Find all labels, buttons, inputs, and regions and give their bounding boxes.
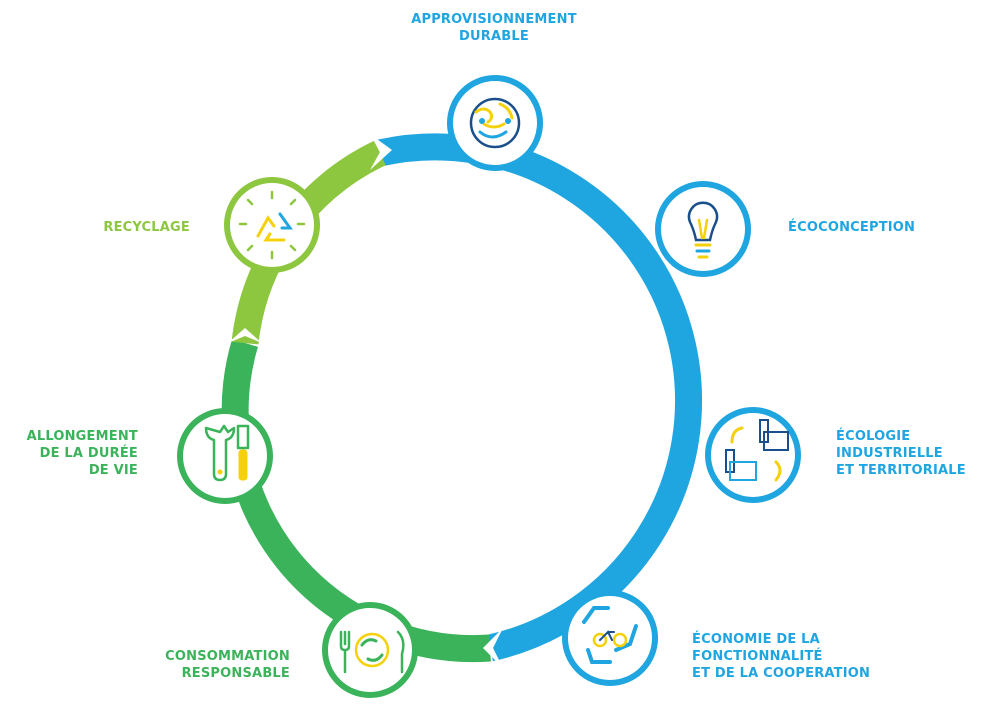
arrow-notch-top [370,134,392,170]
label-ecoconception: ÉCOCONCEPTION [788,220,916,235]
label-economie: ÉCONOMIE DE LA FONCTIONNALITÉ ET DE LA C… [692,632,871,681]
arrow-notch-left [228,328,262,343]
globe-icon [469,97,521,149]
ring-segment-blue [377,133,703,662]
label-consommation: CONSOMMATION RESPONSABLE [165,649,290,681]
node-economie [562,590,658,686]
node-consommation [322,602,418,698]
arrow-notch-bottom [483,628,503,668]
node-recyclage [224,177,320,273]
label-ecologie: ÉCOLOGIE INDUSTRIELLE ET TERRITORIALE [836,429,966,478]
label-allongement: ALLONGEMENT DE LA DURÉE DE VIE [26,429,138,478]
tools-icon [204,424,250,482]
recycle-icon [238,190,306,260]
plate-cutlery-icon [339,630,405,674]
factory-icon [725,419,789,482]
node-allongement [177,408,273,504]
lightbulb-icon [687,201,719,259]
node-approvisionnement [447,75,543,171]
label-recyclage: RECYCLAGE [103,220,190,235]
bicycle-icon [582,606,638,664]
node-ecologie [705,407,801,503]
label-approvisionnement: APPROVISIONNEMENT DURABLE [411,12,577,44]
node-ecoconception [655,181,751,277]
